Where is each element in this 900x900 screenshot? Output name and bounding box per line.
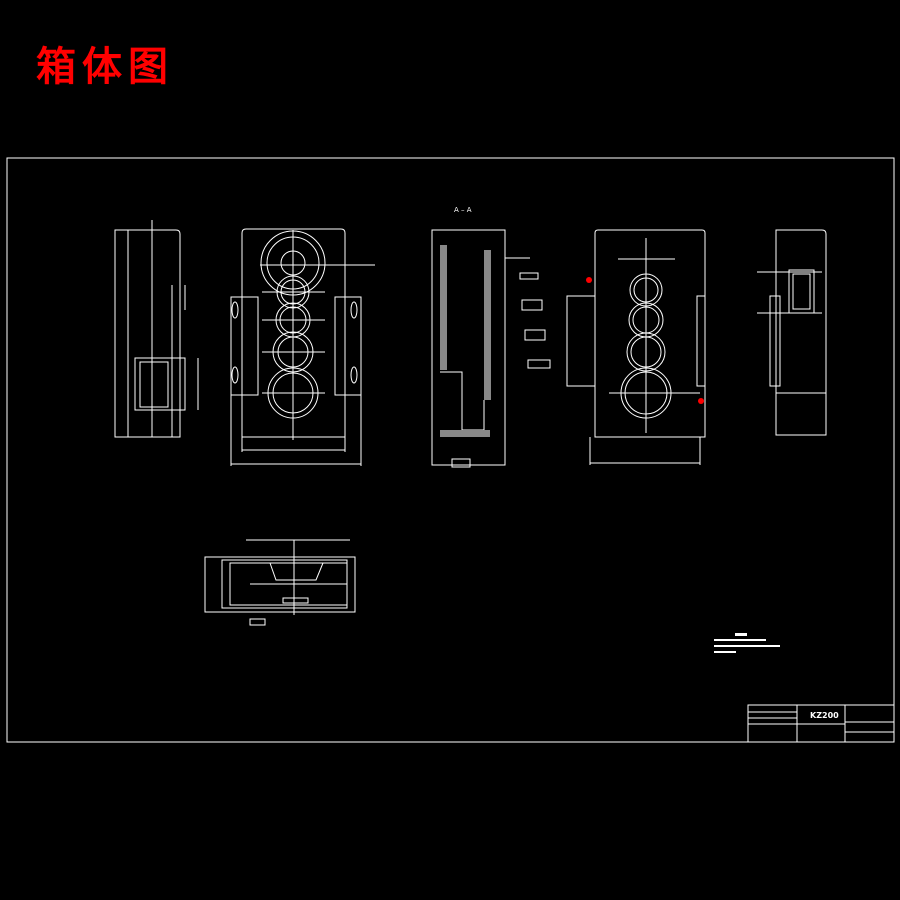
red-marker [586,277,592,283]
drawing-frame [6,157,895,743]
left-side-view [114,220,199,438]
technical-notes [714,633,780,653]
drawing-number: KZ200 [810,711,839,720]
rear-view [566,229,706,465]
section-view-a-a: A – A [431,206,551,468]
front-view [230,228,375,466]
top-view [204,539,356,626]
section-label: A – A [454,206,472,214]
title-block: KZ200 [747,704,895,743]
red-marker [698,398,704,404]
drawing-title: 箱体图 [36,43,174,90]
right-side-view [757,229,827,436]
